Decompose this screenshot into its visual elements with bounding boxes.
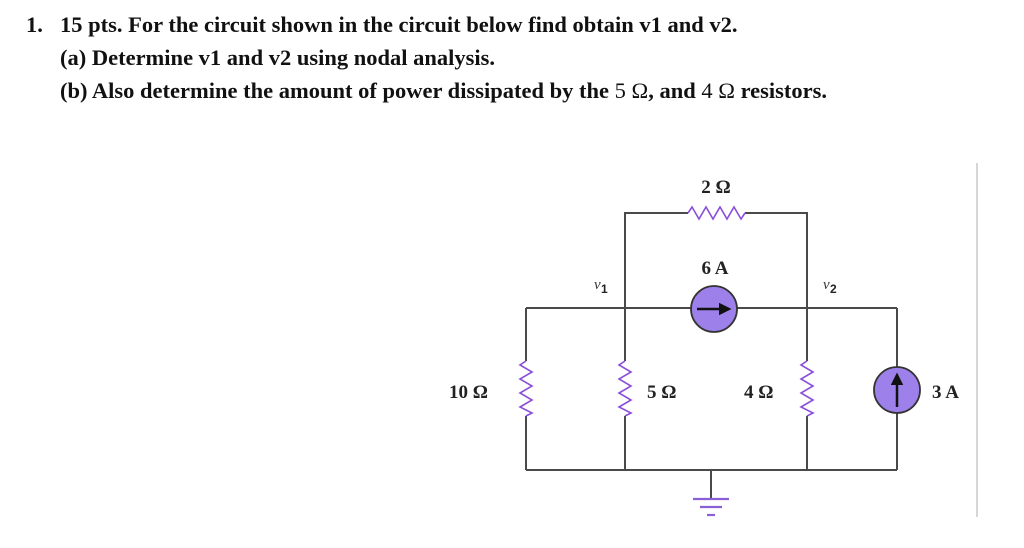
wires bbox=[525, 212, 898, 499]
resistor-10ohm bbox=[518, 360, 534, 417]
question-line-1: 1.15 pts. For the circuit shown in the c… bbox=[26, 8, 827, 41]
label-v1: v bbox=[594, 277, 601, 293]
label-v2-sub: 2 bbox=[830, 282, 837, 296]
label-5ohm: 5 Ω bbox=[647, 382, 676, 403]
question-text: 1.15 pts. For the circuit shown in the c… bbox=[26, 8, 827, 107]
current-source-6a bbox=[690, 285, 738, 333]
label-3a: 3 A bbox=[932, 382, 959, 403]
resistor-5ohm bbox=[617, 360, 633, 417]
label-6a: 6 A bbox=[702, 258, 729, 279]
label-4ohm: 4 Ω bbox=[744, 382, 773, 403]
resistor-4-ref: 4 Ω bbox=[701, 78, 735, 103]
resistor-5-ref: 5 Ω bbox=[614, 78, 649, 103]
label-v1-sub: 1 bbox=[601, 282, 608, 296]
label-2ohm: 2 Ω bbox=[701, 177, 730, 198]
ground-icon bbox=[693, 497, 729, 517]
question-number: 1. bbox=[26, 12, 43, 37]
current-source-3a bbox=[873, 366, 921, 414]
resistor-2ohm bbox=[687, 205, 746, 221]
question-part-a: (a) Determine v1 and v2 using nodal anal… bbox=[60, 45, 496, 70]
label-v2: v bbox=[823, 277, 830, 293]
resistor-4ohm bbox=[799, 360, 815, 417]
question-part-b: (b) Also determine the amount of power d… bbox=[60, 78, 828, 103]
label-10ohm: 10 Ω bbox=[449, 382, 488, 403]
